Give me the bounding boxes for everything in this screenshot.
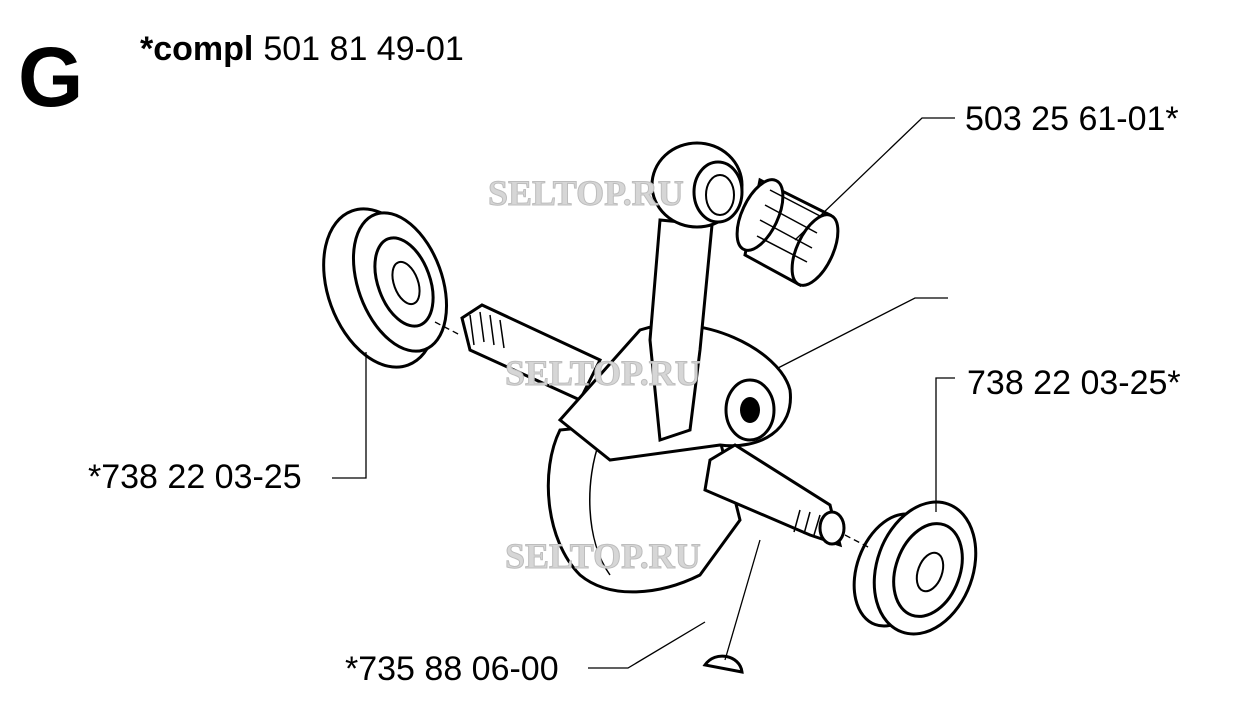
needle-bearing bbox=[735, 177, 840, 288]
leader-line bbox=[935, 377, 955, 512]
leader-line bbox=[332, 352, 367, 479]
crankshaft-right-journal bbox=[703, 443, 846, 548]
crankshaft-body bbox=[546, 323, 792, 594]
section-letter: G bbox=[18, 30, 83, 124]
part-label-bearing-left: *738 22 03-25 bbox=[88, 458, 302, 496]
leader-line bbox=[794, 117, 955, 241]
axis-line bbox=[434, 321, 871, 549]
woodruff-key bbox=[702, 654, 744, 674]
left-ball-bearing bbox=[322, 207, 449, 369]
part-label-needle-bearing: 503 25 61-01* bbox=[965, 100, 1179, 138]
watermark: SELTOP.RU bbox=[505, 353, 701, 393]
assembly-label: *compl 501 81 49-01 bbox=[140, 30, 464, 68]
leader-line bbox=[724, 539, 761, 661]
watermark: SELTOP.RU bbox=[488, 173, 684, 213]
crankshaft-left-journal bbox=[460, 303, 603, 402]
leader-line bbox=[588, 621, 706, 669]
part-label-key: *735 88 06-00 bbox=[345, 650, 559, 688]
assembly-prefix: *compl bbox=[140, 30, 253, 68]
assembly-number: 501 81 49-01 bbox=[263, 30, 463, 68]
leader-line bbox=[777, 297, 948, 369]
watermark: SELTOP.RU bbox=[505, 536, 701, 576]
connecting-rod bbox=[648, 141, 744, 443]
right-ball-bearing bbox=[852, 500, 978, 636]
part-label-bearing-right: 738 22 03-25* bbox=[967, 364, 1181, 402]
